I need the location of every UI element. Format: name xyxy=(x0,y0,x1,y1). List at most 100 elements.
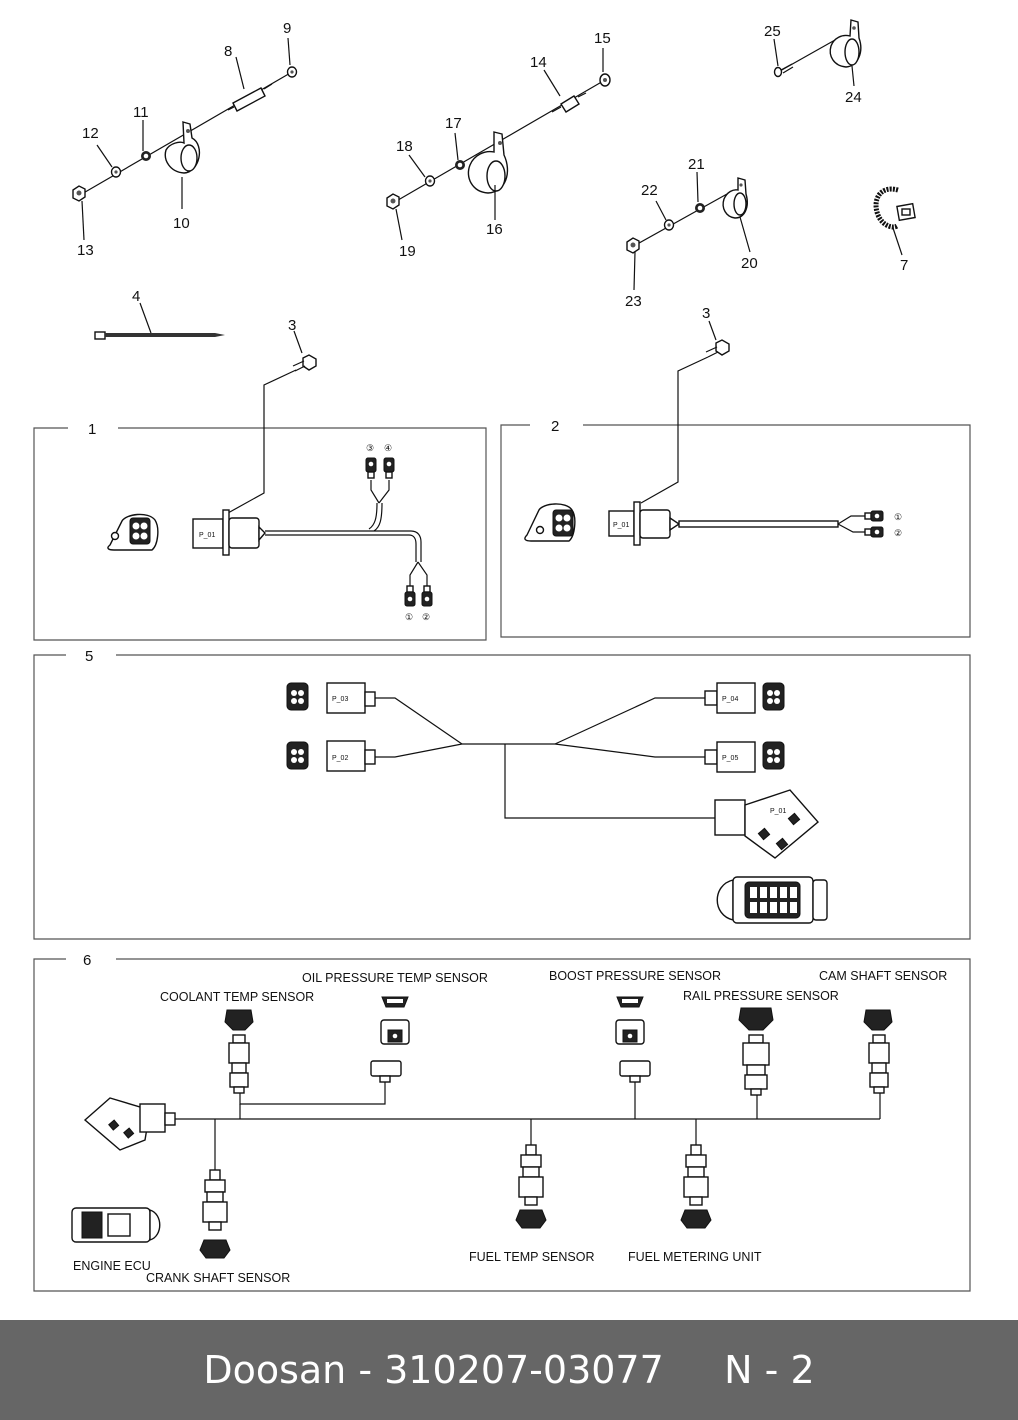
label-oil-pressure-temp-sensor: OIL PRESSURE TEMP SENSOR xyxy=(302,971,488,985)
callout-19: 19 xyxy=(399,243,416,260)
washer-21[interactable] xyxy=(695,203,705,213)
callout-20: 20 xyxy=(741,255,758,272)
label-coolant-temp-sensor: COOLANT TEMP SENSOR xyxy=(160,990,314,1004)
callout-17: 17 xyxy=(445,115,462,132)
mating-connector[interactable] xyxy=(524,503,576,542)
oil-pressure-temp-sensor-connector[interactable] xyxy=(370,996,410,1083)
crank-shaft-sensor-connector[interactable] xyxy=(199,1169,231,1259)
callout-25: 25 xyxy=(764,23,781,40)
nut-23[interactable] xyxy=(626,237,640,254)
connector-p03[interactable]: P_03 xyxy=(326,682,376,714)
frame-2-sensor-assembly: 2 3 P_01 ① ② xyxy=(500,305,971,638)
callout-21: 21 xyxy=(688,156,705,173)
callout-18: 18 xyxy=(396,138,413,155)
callout-11: 11 xyxy=(133,104,149,121)
connector-label: P_04 xyxy=(722,696,738,703)
washer-18[interactable] xyxy=(424,175,436,187)
clamp-20[interactable] xyxy=(722,177,748,219)
connector-p04[interactable]: P_04 xyxy=(704,682,756,714)
callout-22: 22 xyxy=(641,182,658,199)
ring-terminal-1[interactable] xyxy=(864,510,884,522)
hardware-group-right: 25 24 21 22 23 20 7 xyxy=(625,19,916,310)
nut-19[interactable] xyxy=(386,193,400,210)
callout-4: 4 xyxy=(132,288,140,305)
ring-terminal-1[interactable] xyxy=(404,585,416,607)
pin-mark: ④ xyxy=(384,443,392,453)
frame-6-engine-harness: 6 COOLANT TEMP SENSOR OIL PRESSURE TEMP … xyxy=(33,952,971,1292)
frame-5-harness: 5 P_03 P_02 P_04 P_05 xyxy=(33,648,971,940)
callout-10: 10 xyxy=(173,215,190,232)
callout-12: 12 xyxy=(82,125,99,142)
label-boost-pressure-sensor: BOOST PRESSURE SENSOR xyxy=(549,969,721,983)
connector-label: P_01 xyxy=(199,532,215,539)
label-engine-ecu: ENGINE ECU xyxy=(73,1259,151,1273)
washer-12[interactable] xyxy=(110,166,122,178)
ecu-connector-p01[interactable]: P_01 xyxy=(714,789,819,859)
connector-label: P_01 xyxy=(613,522,629,529)
plug-p02-mate[interactable] xyxy=(286,741,309,770)
pin-mark: ② xyxy=(894,528,902,538)
bolt-25[interactable] xyxy=(773,63,794,78)
pin-mark: ③ xyxy=(366,443,374,453)
connector-label: P_01 xyxy=(770,808,786,815)
pin-mark: ① xyxy=(405,612,413,622)
ring-terminal-4[interactable] xyxy=(383,457,395,479)
ring-terminal-2[interactable] xyxy=(421,585,433,607)
label-fuel-temp-sensor: FUEL TEMP SENSOR xyxy=(469,1250,595,1264)
boost-pressure-sensor-connector[interactable] xyxy=(615,996,651,1083)
pin-mark: ② xyxy=(422,612,430,622)
washer-15[interactable] xyxy=(599,73,611,87)
callout-15: 15 xyxy=(594,30,611,47)
label-fuel-metering-unit: FUEL METERING UNIT xyxy=(628,1250,762,1264)
rail-pressure-sensor-connector[interactable] xyxy=(738,1007,774,1096)
bolt-3a[interactable] xyxy=(292,354,317,372)
clamp-16[interactable] xyxy=(467,131,509,194)
clamp-24[interactable] xyxy=(829,19,862,68)
nut-13[interactable] xyxy=(72,185,86,202)
washer-22[interactable] xyxy=(663,219,675,231)
fuel-metering-unit-connector[interactable] xyxy=(680,1144,712,1229)
connector-p05[interactable]: P_05 xyxy=(704,741,756,773)
callout-3a: 3 xyxy=(288,317,296,334)
stud-14[interactable] xyxy=(551,92,587,113)
clamp-10[interactable] xyxy=(164,121,201,174)
plug-p04-mate[interactable] xyxy=(762,682,785,711)
label-crank-shaft-sensor: CRANK SHAFT SENSOR xyxy=(146,1271,290,1285)
cam-shaft-sensor-connector[interactable] xyxy=(863,1009,893,1094)
hardware-group-left: 9 8 11 12 13 10 xyxy=(72,20,298,259)
pin-mark: ① xyxy=(894,512,902,522)
callout-24: 24 xyxy=(845,89,862,106)
engine-ecu-header[interactable] xyxy=(71,1207,161,1243)
callout-6: 6 xyxy=(83,952,91,969)
plug-p05-mate[interactable] xyxy=(762,741,785,770)
label-cam-shaft-sensor: CAM SHAFT SENSOR xyxy=(819,969,947,983)
callout-2: 2 xyxy=(551,418,559,435)
ecu-header[interactable] xyxy=(716,876,828,924)
footer-bar: Doosan - 310207-03077 N - 2 xyxy=(0,1320,1018,1420)
washer-9[interactable] xyxy=(286,66,298,78)
ring-terminal-3[interactable] xyxy=(365,457,377,479)
coolant-temp-sensor-connector[interactable] xyxy=(224,1009,254,1094)
cable-tie-4[interactable] xyxy=(94,331,225,340)
cable-tie-clamp-7[interactable] xyxy=(873,186,916,230)
callout-3b: 3 xyxy=(702,305,710,322)
footer-part-reference: Doosan - 310207-03077 N - 2 xyxy=(203,1348,815,1392)
mating-connector[interactable] xyxy=(107,513,159,551)
callout-1: 1 xyxy=(88,421,96,438)
ring-terminal-2[interactable] xyxy=(864,526,884,538)
fuel-temp-sensor-connector[interactable] xyxy=(515,1144,547,1229)
connector-label: P_03 xyxy=(332,696,348,703)
frame-1-sensor-assembly: 1 3 P_01 xyxy=(33,317,487,641)
connector-label: P_05 xyxy=(722,755,738,762)
connector-p02[interactable]: P_02 xyxy=(326,740,376,772)
label-rail-pressure-sensor: RAIL PRESSURE SENSOR xyxy=(683,989,839,1003)
washer-17[interactable] xyxy=(455,160,465,170)
callout-13: 13 xyxy=(77,242,94,259)
washer-11[interactable] xyxy=(141,151,151,161)
speed-sensor-body[interactable]: P_01 xyxy=(192,509,266,556)
spacer-8[interactable] xyxy=(227,83,273,112)
plug-p03-mate[interactable] xyxy=(286,682,309,711)
ecu-connector[interactable] xyxy=(83,1097,176,1151)
speed-sensor-body[interactable]: P_01 xyxy=(608,501,681,546)
bolt-3b[interactable] xyxy=(705,339,730,358)
